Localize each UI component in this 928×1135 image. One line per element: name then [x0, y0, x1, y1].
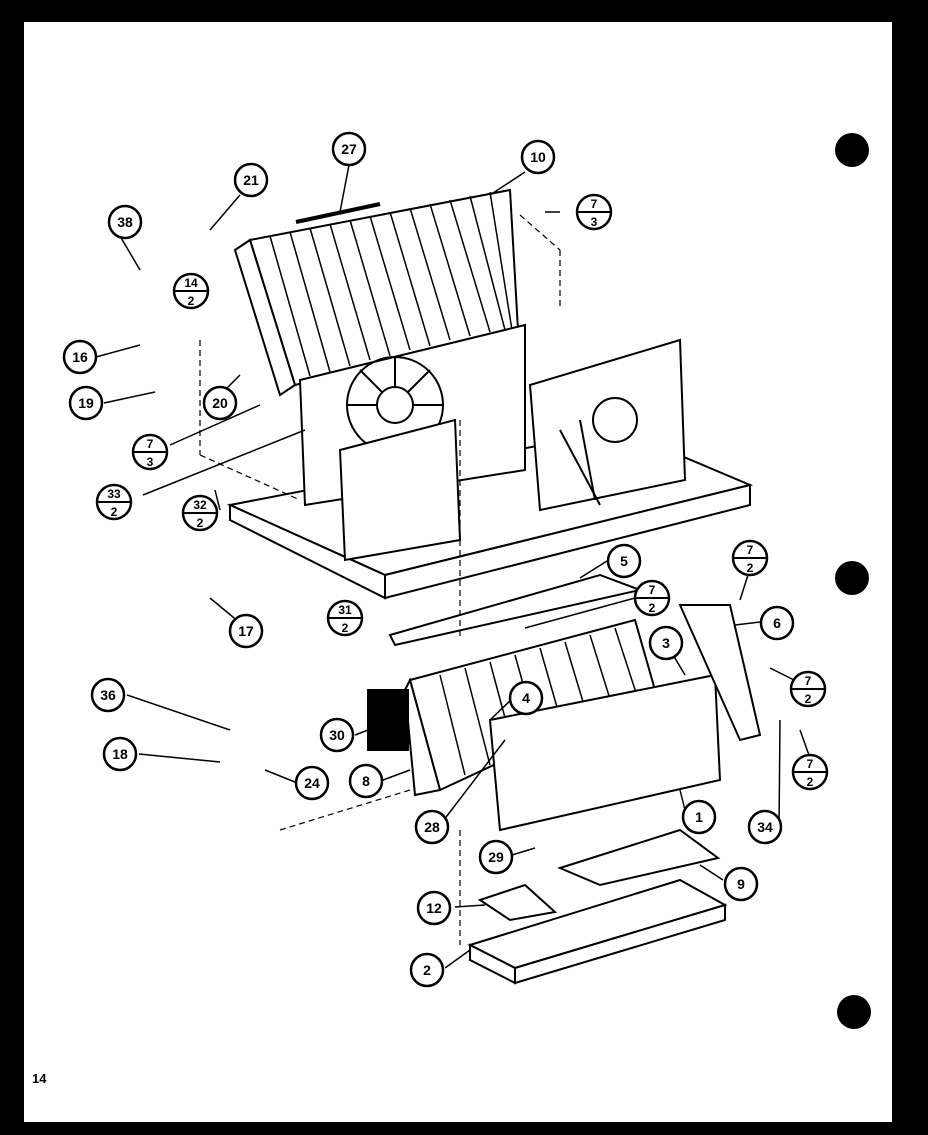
filter-drawing [367, 689, 409, 751]
part-callout-label: 10 [530, 149, 546, 165]
part-callout-label: 18 [112, 746, 128, 762]
part-callout-3: 3 [648, 625, 684, 661]
ref-callout-33-2: 332 [95, 483, 133, 521]
part-callout-label: 8 [362, 773, 370, 789]
part-callout-34: 34 [747, 809, 783, 845]
part-callout-label: 17 [238, 623, 254, 639]
ref-callout-top: 14 [184, 276, 198, 290]
binder-hole-top [835, 133, 869, 167]
ref-callout-bottom: 2 [807, 775, 814, 789]
part-callout-label: 21 [243, 172, 259, 188]
part-callout-label: 4 [522, 690, 530, 706]
ref-callout-top: 7 [747, 543, 754, 557]
ref-callout-bottom: 2 [197, 516, 204, 530]
drain-tray-drawing [467, 878, 728, 985]
ref-callout-bottom: 2 [747, 561, 754, 575]
front-panel-drawing [488, 673, 722, 832]
part-callout-label: 6 [773, 615, 781, 631]
ref-callout-bottom: 2 [805, 692, 812, 706]
ref-callout-7-3: 73 [575, 193, 613, 231]
part-callout-20: 20 [202, 385, 238, 421]
part-callout-19: 19 [68, 385, 104, 421]
part-callout-18: 18 [102, 736, 138, 772]
ref-callout-top: 7 [591, 197, 598, 211]
part-callout-10: 10 [520, 139, 556, 175]
part-callout-label: 24 [304, 775, 320, 791]
ref-callout-7-2: 72 [791, 753, 829, 791]
insulation-pad-drawing [477, 883, 558, 922]
ref-callout-32-2: 322 [181, 494, 219, 532]
ref-callout-bottom: 2 [342, 621, 349, 635]
page-number: 14 [32, 1071, 47, 1086]
part-callout-label: 16 [72, 349, 88, 365]
part-callout-2: 2 [409, 952, 445, 988]
part-callout-21: 21 [233, 162, 269, 198]
part-callout-label: 2 [423, 962, 431, 978]
ref-callout-top: 7 [805, 674, 812, 688]
part-callout-label: 19 [78, 395, 94, 411]
part-callout-30: 30 [319, 717, 355, 753]
part-callout-label: 27 [341, 141, 357, 157]
ref-callout-bottom: 2 [111, 505, 118, 519]
part-callout-label: 1 [695, 809, 703, 825]
ref-callout-bottom: 3 [147, 455, 154, 469]
ref-callout-7-2: 72 [789, 670, 827, 708]
part-callout-16: 16 [62, 339, 98, 375]
part-callout-label: 29 [488, 849, 504, 865]
part-callout-6: 6 [759, 605, 795, 641]
ref-callout-top: 7 [807, 757, 814, 771]
part-callout-label: 5 [620, 553, 628, 569]
alignment-guides [199, 214, 561, 945]
side-bracket-drawing [678, 604, 762, 742]
ref-callout-7-2: 72 [731, 539, 769, 577]
ref-callout-bottom: 3 [591, 215, 598, 229]
part-callout-label: 12 [426, 900, 442, 916]
ref-callout-top: 33 [107, 487, 121, 501]
ref-callout-31-2: 312 [326, 599, 364, 637]
part-callout-36: 36 [90, 677, 126, 713]
part-callout-1: 1 [681, 799, 717, 835]
part-callout-label: 3 [662, 635, 670, 651]
binder-hole-bottom [837, 995, 871, 1029]
part-callout-label: 34 [757, 819, 773, 835]
part-callout-label: 36 [100, 687, 116, 703]
part-callout-5: 5 [606, 543, 642, 579]
part-callout-8: 8 [348, 763, 384, 799]
part-callout-38: 38 [107, 204, 143, 240]
part-callout-label: 20 [212, 395, 228, 411]
ref-callout-14-2: 142 [172, 272, 210, 310]
part-callout-label: 28 [424, 819, 440, 835]
binder-hole-middle [835, 561, 869, 595]
ref-callout-7-2: 72 [633, 579, 671, 617]
ref-callout-top: 7 [649, 583, 656, 597]
ref-callout-top: 32 [193, 498, 207, 512]
ref-callout-bottom: 2 [649, 601, 656, 615]
part-callout-12: 12 [416, 890, 452, 926]
cover-plate-drawing [557, 828, 721, 887]
part-callout-label: 38 [117, 214, 133, 230]
part-callout-24: 24 [294, 765, 330, 801]
ref-callout-top: 7 [147, 437, 154, 451]
part-callout-17: 17 [228, 613, 264, 649]
part-callout-9: 9 [723, 866, 759, 902]
part-callout-label: 30 [329, 727, 345, 743]
part-callout-27: 27 [331, 131, 367, 167]
ref-callout-bottom: 2 [188, 294, 195, 308]
part-callout-label: 9 [737, 876, 745, 892]
part-callout-4: 4 [508, 680, 544, 716]
ref-callout-top: 31 [338, 603, 352, 617]
fan-shroud-drawing [298, 323, 687, 562]
part-callout-29: 29 [478, 839, 514, 875]
part-callout-28: 28 [414, 809, 450, 845]
ref-callout-7-3: 73 [131, 433, 169, 471]
